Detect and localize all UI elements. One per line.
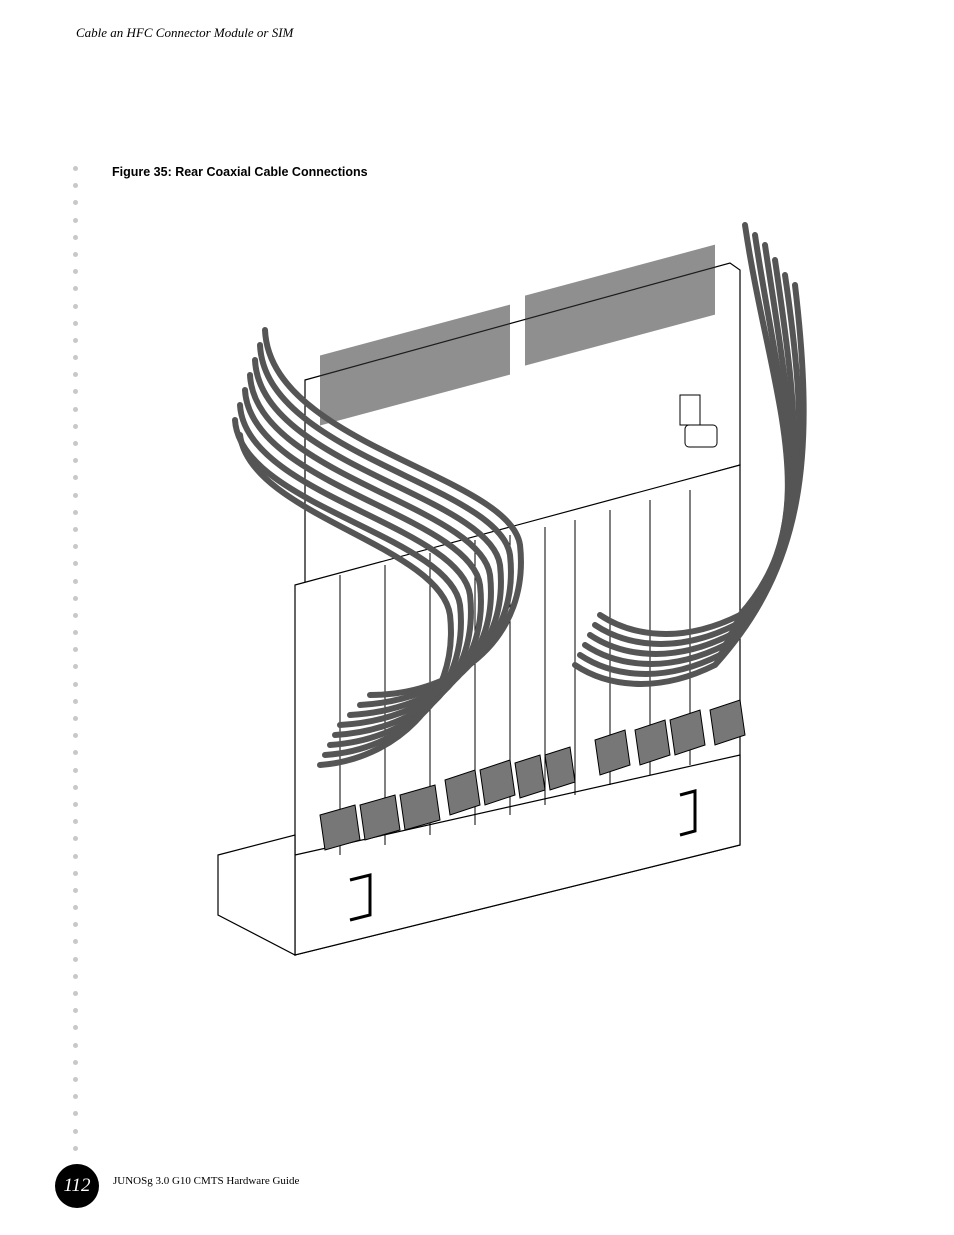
running-header: Cable an HFC Connector Module or SIM	[76, 25, 294, 40]
margin-dot	[73, 991, 78, 996]
margin-dot	[73, 939, 78, 945]
margin-dot	[73, 698, 78, 704]
margin-dot	[73, 406, 78, 412]
margin-dot	[73, 801, 78, 807]
margin-dot	[73, 819, 78, 825]
margin-dot	[73, 286, 78, 292]
margin-dot	[73, 1094, 78, 1100]
margin-dot	[73, 303, 78, 309]
margin-dot	[73, 905, 78, 911]
margin-dot-rule	[73, 166, 81, 1163]
margin-dot	[73, 922, 78, 928]
margin-dot	[73, 1076, 78, 1082]
margin-dot	[73, 492, 78, 498]
margin-dot	[73, 526, 78, 532]
margin-dot	[73, 887, 78, 893]
margin-dot	[73, 664, 78, 670]
margin-dot	[73, 389, 78, 395]
margin-dot	[73, 647, 78, 653]
margin-dot	[73, 251, 78, 257]
margin-dot	[73, 458, 78, 464]
margin-dot	[73, 1025, 78, 1031]
margin-dot	[73, 544, 78, 550]
margin-dot	[73, 1145, 78, 1151]
margin-dot	[73, 337, 78, 343]
margin-dot	[73, 956, 78, 962]
margin-dot	[73, 595, 78, 601]
margin-dot	[73, 561, 78, 567]
margin-dot	[73, 1059, 78, 1065]
page-number-badge: 112	[55, 1164, 99, 1208]
margin-dot	[73, 630, 78, 636]
margin-dot	[73, 612, 78, 618]
margin-dot	[73, 784, 78, 790]
margin-dot	[73, 1042, 78, 1048]
margin-dot	[73, 217, 78, 223]
margin-dot	[73, 853, 78, 859]
margin-dot	[73, 355, 78, 361]
margin-dot	[73, 1111, 78, 1117]
margin-dot	[73, 441, 78, 446]
margin-dot	[73, 733, 78, 739]
margin-dot	[73, 166, 78, 171]
margin-dot	[73, 870, 78, 876]
margin-dot	[73, 475, 78, 481]
margin-dot	[73, 716, 78, 721]
margin-dot	[73, 200, 78, 206]
margin-dot	[73, 183, 78, 189]
margin-dot	[73, 750, 78, 756]
margin-dot	[73, 1008, 78, 1014]
margin-dot	[73, 681, 78, 687]
margin-dot	[73, 836, 78, 842]
margin-dot	[73, 973, 78, 979]
margin-dot	[73, 269, 78, 275]
margin-dot	[73, 509, 78, 515]
figure-caption: Figure 35: Rear Coaxial Cable Connection…	[112, 165, 368, 179]
margin-dot	[73, 320, 78, 326]
margin-dot	[73, 1128, 78, 1134]
footer-book-title: JUNOSg 3.0 G10 CMTS Hardware Guide	[113, 1175, 300, 1187]
chassis-illustration	[210, 215, 830, 965]
margin-dot	[73, 767, 78, 773]
margin-dot	[73, 372, 78, 378]
margin-dot	[73, 423, 78, 429]
margin-dot	[73, 234, 78, 240]
margin-dot	[73, 578, 78, 584]
